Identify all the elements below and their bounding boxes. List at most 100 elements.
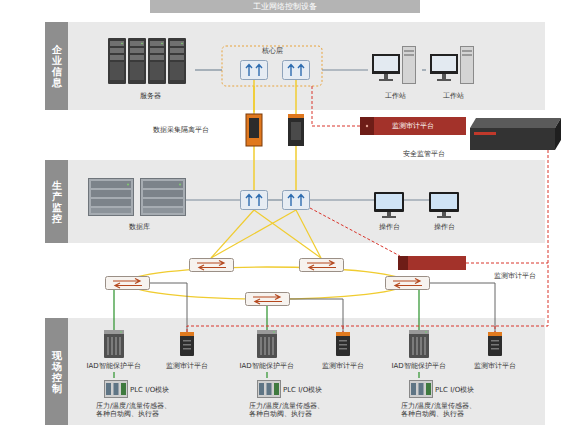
audit-rack — [360, 117, 466, 135]
node-label: 操作台 — [379, 223, 400, 231]
node-label: 监测审计平台 — [166, 362, 208, 370]
workstation-icon — [372, 47, 416, 84]
plc-icon — [258, 381, 281, 398]
connector-line — [418, 372, 419, 378]
security-rack-stripe — [474, 132, 496, 135]
connector-line — [322, 69, 368, 70]
sensor-caption: 压力/温度/流量传感器、各种自动阀、执行器 — [401, 402, 481, 419]
audit-rack-ear — [398, 256, 408, 270]
audit-icon — [180, 332, 194, 356]
ring-switch-icon — [190, 259, 234, 272]
core-layer-outline — [222, 46, 322, 86]
plc-module: PLC I/O模块 — [102, 378, 174, 402]
audit-platform: 监测审计平台 — [396, 254, 538, 282]
connector-line — [422, 69, 426, 70]
red-dashed-link — [466, 263, 548, 264]
ring-switch-icon — [386, 277, 430, 290]
server-icon — [128, 38, 146, 84]
node-label: 监测审计平台 — [392, 122, 434, 130]
iad-icon — [257, 330, 277, 358]
iad-platform: IAD智能保护平台 — [389, 328, 449, 372]
node-label: 监测审计平台 — [494, 272, 536, 280]
grey-link — [310, 199, 429, 200]
green-link — [113, 290, 114, 330]
node-label: 安全监管平台 — [403, 150, 445, 158]
band-tab — [45, 160, 68, 243]
audit-icon — [336, 332, 350, 356]
band-panel: 企业信息服务器核心层工作站工作站 — [45, 22, 545, 110]
node-label: 操作台 — [434, 223, 455, 231]
connector-line — [195, 69, 222, 70]
node-label: 工作站 — [443, 92, 464, 100]
security-platform: 安全监管平台 — [400, 116, 560, 160]
ring-switch-icon — [246, 293, 290, 306]
security-rack-top — [470, 118, 561, 128]
yellow-link — [211, 210, 254, 258]
console-node: 操作台 — [365, 185, 413, 233]
connector-line — [253, 86, 255, 112]
workstation-node: 工作站 — [368, 40, 422, 102]
isolation-platform: 数据采集隔离平台 — [150, 112, 308, 148]
plc-module: PLC I/O模块 — [407, 378, 479, 402]
node-label: PLC I/O模块 — [130, 386, 169, 394]
database-icon — [141, 179, 186, 216]
core-switch-icon — [283, 61, 310, 80]
console-icon — [374, 192, 404, 218]
isolation-device — [246, 114, 262, 146]
audit-icon — [488, 332, 502, 356]
node-label: 数据采集隔离平台 — [153, 126, 209, 134]
server-icon — [108, 38, 126, 84]
console-node: 操作台 — [420, 185, 468, 233]
band-label: 现场控制 — [52, 350, 62, 394]
iad-icon — [104, 330, 124, 358]
core-layer-box: 核心层 — [222, 46, 322, 86]
grey-link — [150, 283, 187, 332]
switch-icon — [283, 191, 310, 210]
band-label: 生产监控 — [52, 180, 62, 224]
isolation-device-panel — [291, 122, 301, 140]
red-dashed-link — [343, 326, 344, 332]
node-label: IAD智能保护平台 — [240, 362, 294, 370]
server-icon — [148, 38, 166, 84]
audit-rack-led — [366, 125, 368, 127]
security-rack-front — [470, 128, 555, 150]
grey-link — [430, 283, 495, 332]
plc-icon — [410, 381, 433, 398]
band-panel: 生产监控数据库 操作台 操作台 — [45, 160, 545, 243]
server-icon — [168, 38, 186, 84]
node-label: 核心层 — [262, 47, 283, 55]
audit-platform: 监测审计平台 — [319, 328, 367, 372]
switch-icon — [241, 191, 268, 210]
ring-switch-icon — [300, 259, 344, 272]
connector-line — [113, 372, 114, 378]
yellow-link — [296, 210, 321, 258]
iad-icon — [409, 330, 429, 358]
grey-link — [290, 299, 343, 332]
red-dashed-link — [310, 208, 400, 256]
node-label: 服务器 — [140, 92, 161, 100]
node-label: PLC I/O模块 — [283, 386, 322, 394]
audit-platform: 监测审计平台 — [163, 328, 211, 372]
sensor-caption: 压力/温度/流量传感器、各种自动阀、执行器 — [249, 402, 329, 419]
isolation-device — [288, 114, 304, 146]
node-label: 监测审计平台 — [322, 362, 364, 370]
node-label: 数据库 — [129, 223, 150, 231]
grey-link — [186, 199, 240, 200]
isolation-device-top — [288, 114, 304, 118]
title-bar: 工业网络控制设备 — [150, 0, 420, 13]
server-node: 服务器 — [105, 36, 195, 102]
band-ground — [45, 22, 545, 110]
sensor-caption: 压力/温度/流量传感器、各种自动阀、执行器 — [96, 402, 176, 419]
band-label: 企业信息 — [52, 44, 62, 88]
ring-switch-icon — [106, 277, 150, 290]
node-label: IAD智能保护平台 — [392, 362, 446, 370]
red-dashed-link — [187, 150, 548, 332]
connector-line — [312, 86, 360, 126]
band-ground — [45, 160, 545, 243]
console-icon — [429, 192, 459, 218]
grey-link — [268, 199, 282, 200]
audit-platform: 监测审计平台 — [360, 117, 466, 135]
connector-line — [266, 372, 267, 378]
red-dashed-link — [495, 326, 496, 332]
workstation-node: 工作站 — [426, 40, 480, 102]
